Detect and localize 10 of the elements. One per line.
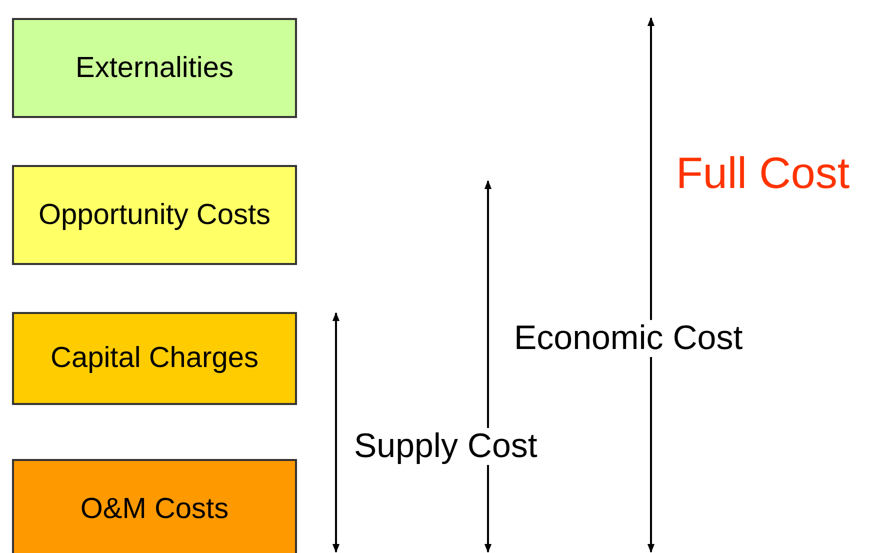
measure-label: Supply Cost — [354, 428, 538, 466]
box-label: Externalities — [76, 52, 234, 84]
cost-layer-box — [12, 18, 297, 118]
cost-layer-box — [12, 312, 297, 405]
box-label: O&M Costs — [80, 492, 229, 526]
box-label: Opportunity Costs — [38, 198, 271, 232]
cost-layer-box — [12, 165, 297, 265]
cost-layer-box — [12, 459, 297, 553]
measure-label: Economic Cost — [514, 320, 743, 358]
box-label: Capital Charges — [50, 342, 258, 375]
